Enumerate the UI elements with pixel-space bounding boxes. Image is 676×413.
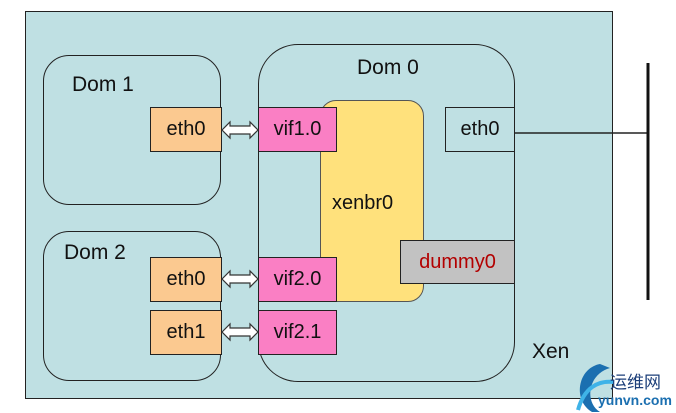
- dom1-eth0-interface: eth0: [150, 107, 222, 152]
- watermark-logo: [576, 364, 615, 412]
- watermark-text: 运维网: [610, 373, 661, 392]
- bridge-label: xenbr0: [332, 192, 394, 214]
- watermark-url: yunvn.com: [598, 392, 672, 408]
- dom2-label: Dom 2: [64, 241, 126, 264]
- vif2-1-interface: vif2.1: [258, 310, 337, 355]
- double-arrow-icon: [221, 322, 259, 342]
- vif2-0-interface: vif2.0: [258, 257, 337, 302]
- dom2-eth1-interface: eth1: [150, 310, 222, 355]
- double-arrow-icon: [221, 120, 259, 140]
- dom2-eth0-interface: eth0: [150, 257, 222, 302]
- dom1-label: Dom 1: [72, 73, 134, 96]
- dummy0-interface: dummy0: [400, 240, 515, 284]
- dom0-box: [258, 44, 515, 382]
- double-arrow-icon: [221, 269, 259, 289]
- dom2-box: [43, 231, 221, 381]
- vif1-0-interface: vif1.0: [258, 107, 337, 152]
- xen-label: Xen: [532, 340, 570, 363]
- dom0-label: Dom 0: [357, 56, 419, 79]
- dom0-eth0-interface: eth0: [445, 107, 515, 152]
